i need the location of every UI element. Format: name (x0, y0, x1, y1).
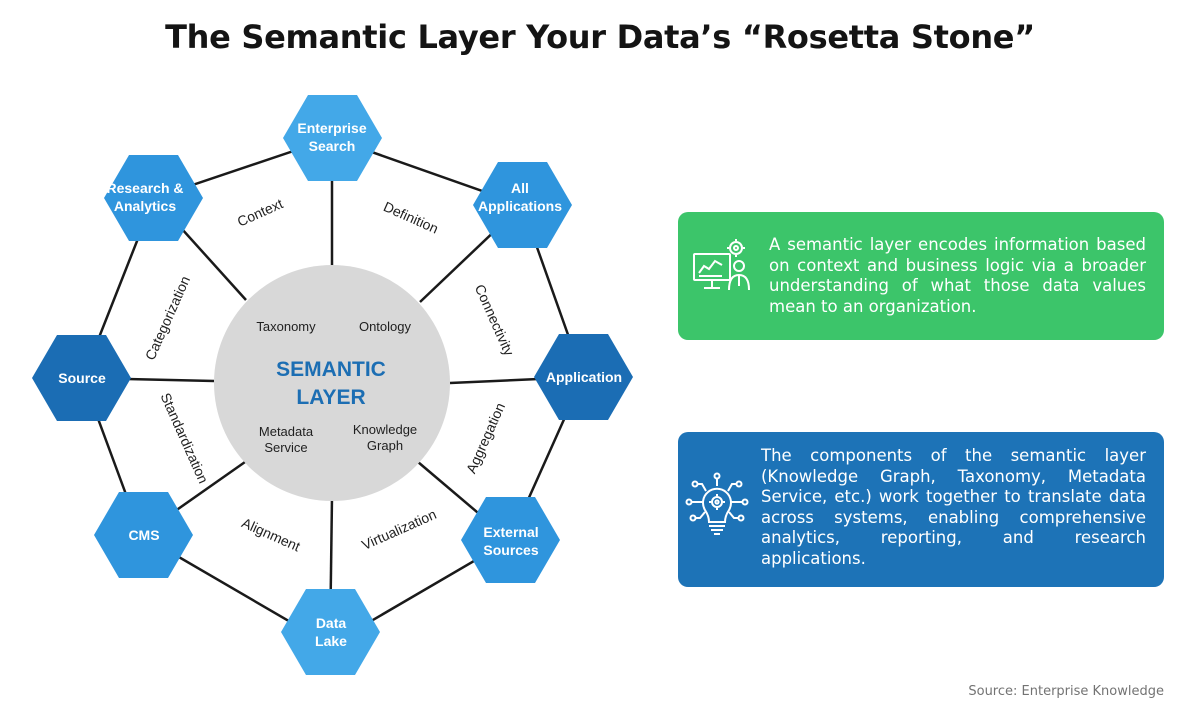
source-caption: Source: Enterprise Knowledge (968, 684, 1164, 699)
component-ontology: Ontology (359, 319, 412, 334)
semantic-layer-components-text: The components of the semantic layer (Kn… (761, 446, 1146, 568)
node-source: Source (32, 335, 131, 421)
node-application: Application (534, 334, 633, 420)
sector-alignment: Alignment (239, 514, 302, 554)
semantic-layer-diagram: Taxonomy Ontology Metadata Service Knowl… (32, 95, 633, 675)
node-research-analytics: Research & Analytics (104, 155, 203, 241)
semantic-layer-circle (214, 265, 450, 501)
page-title: The Semantic Layer Your Data’s “Rosetta … (165, 18, 1035, 56)
sector-virtualization: Virtualization (359, 506, 439, 553)
sector-connectivity: Connectivity (472, 282, 518, 358)
sector-context: Context (235, 195, 286, 229)
node-cms: CMS (94, 492, 193, 578)
node-label: Source (58, 370, 106, 386)
semantic-layer-definition-card: A semantic layer encodes information bas… (678, 212, 1164, 340)
semantic-layer-definition-text: A semantic layer encodes information bas… (769, 235, 1146, 316)
center-title-line2: LAYER (296, 386, 365, 409)
center-title-line1: SEMANTIC (276, 358, 386, 381)
node-label: Sources (483, 542, 538, 558)
sector-definition: Definition (381, 198, 441, 236)
node-label: Lake (315, 633, 347, 649)
node-external-sources: External Sources (461, 497, 560, 583)
node-label: Enterprise (297, 120, 366, 136)
node-data-lake: Data Lake (281, 589, 380, 675)
component-metadata: Metadata (259, 424, 314, 439)
node-label: Research & (106, 180, 183, 196)
node-label: Analytics (114, 198, 176, 214)
node-label: External (483, 524, 538, 540)
sector-aggregation: Aggregation (463, 400, 508, 475)
lightbulb-gear-network-icon (684, 472, 750, 548)
component-taxonomy: Taxonomy (256, 319, 316, 334)
node-label: Applications (478, 198, 562, 214)
component-knowledge: Knowledge (353, 422, 417, 437)
node-label: Application (546, 369, 622, 385)
sector-standardization: Standardization (157, 390, 211, 485)
component-graph: Graph (367, 438, 403, 453)
node-all-applications: All Applications (473, 162, 572, 248)
semantic-layer-components-card: The components of the semantic layer (Kn… (678, 432, 1164, 587)
node-enterprise-search: Enterprise Search (283, 95, 382, 181)
node-label: CMS (128, 527, 159, 543)
node-label: All (511, 180, 529, 196)
sector-categorization: Categorization (142, 273, 193, 362)
component-service: Service (264, 440, 307, 455)
node-label: Search (309, 138, 356, 154)
analytics-dashboard-person-icon (692, 238, 752, 304)
node-label: Data (316, 615, 347, 631)
